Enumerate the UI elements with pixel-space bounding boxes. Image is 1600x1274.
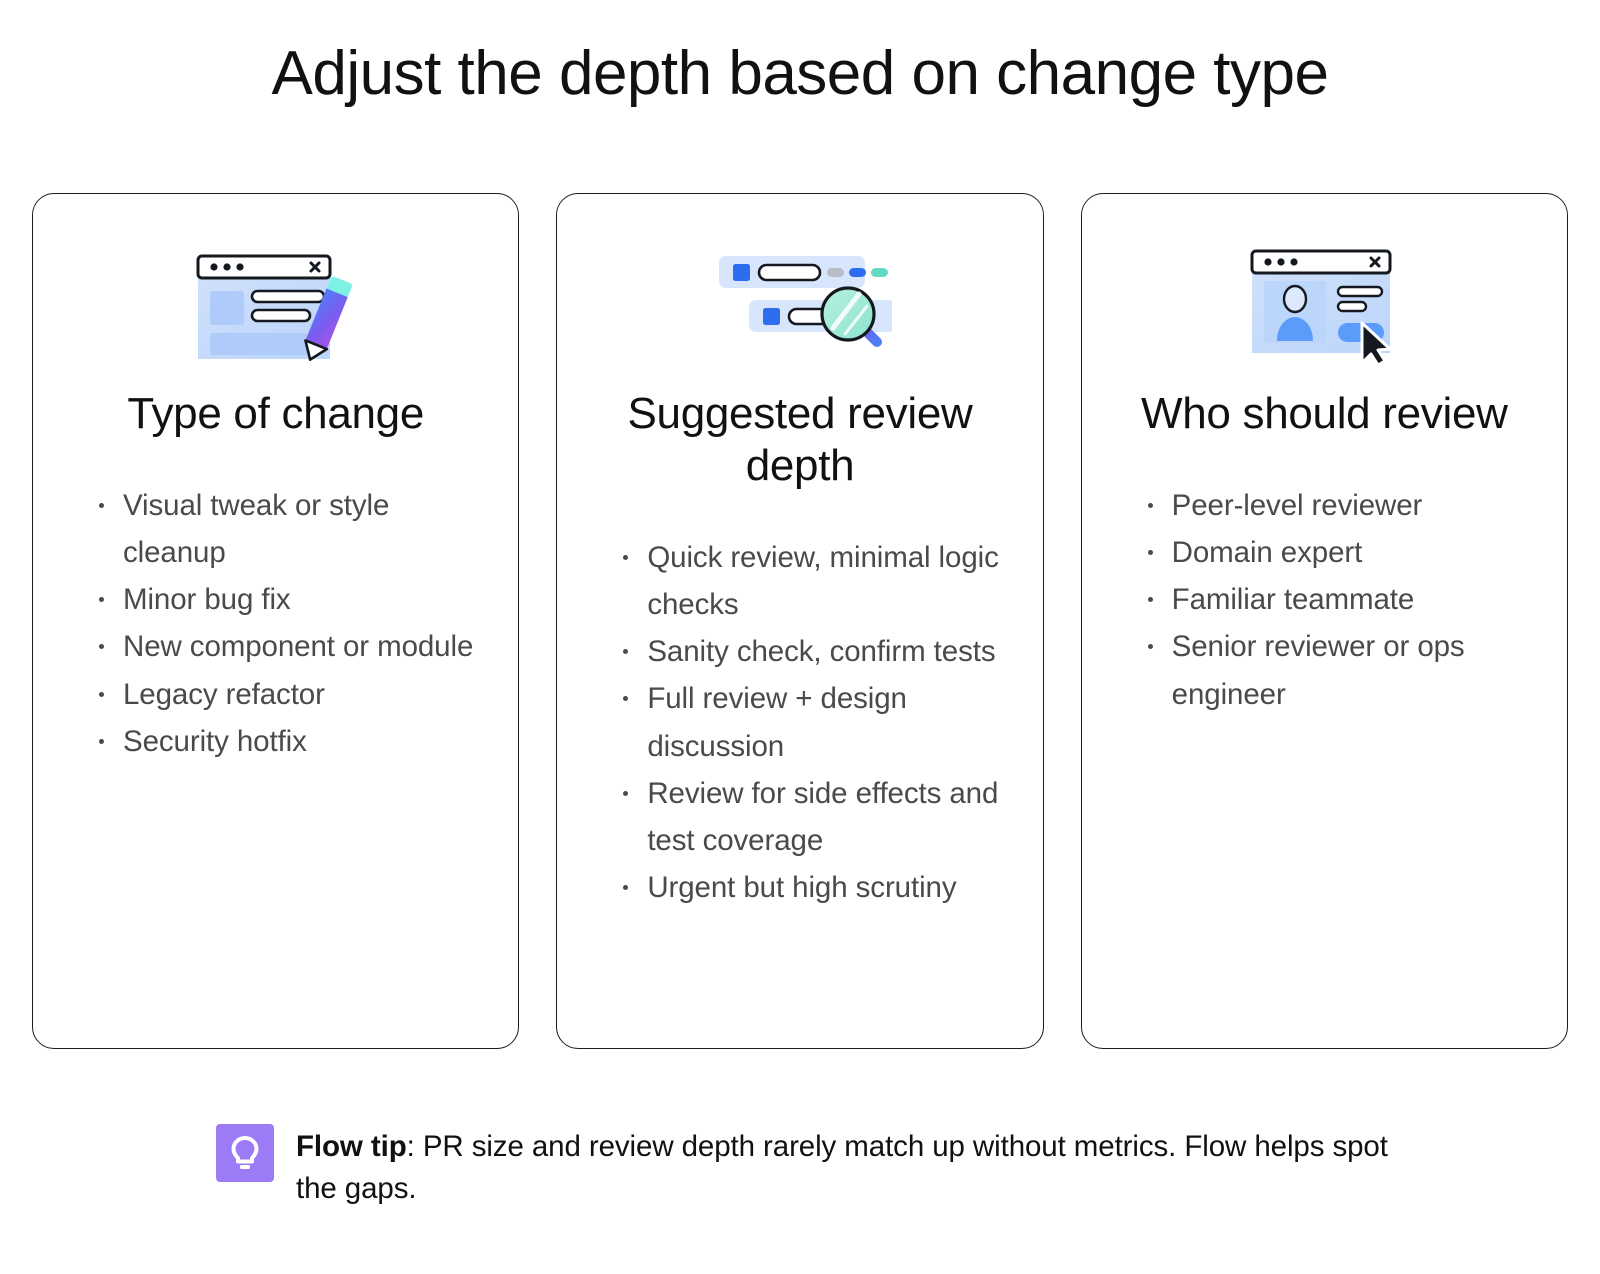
list-item: Senior reviewer or ops engineer bbox=[1142, 623, 1535, 717]
card-suggested-review-depth: Suggested review depth Quick review, min… bbox=[556, 193, 1044, 1049]
card-heading: Suggested review depth bbox=[627, 389, 973, 490]
list-item: Visual tweak or style cleanup bbox=[93, 482, 486, 576]
card-who-should-review: Who should review Peer-level reviewer Do… bbox=[1080, 193, 1568, 1049]
list-item: Security hotfix bbox=[93, 718, 486, 765]
list-item: New component or module bbox=[93, 623, 486, 670]
list-rows-magnifier-icon bbox=[583, 232, 1016, 370]
cards-row: Type of change Visual tweak or style cle… bbox=[32, 193, 1568, 1049]
card-type-of-change: Type of change Visual tweak or style cle… bbox=[32, 193, 520, 1049]
card-heading: Who should review bbox=[1141, 389, 1508, 438]
list-item: Quick review, minimal logic checks bbox=[617, 534, 1010, 628]
browser-window-profile-cursor-icon bbox=[1108, 232, 1541, 370]
browser-window-pencil-icon bbox=[59, 232, 492, 370]
flow-tip-label: Flow tip bbox=[296, 1130, 407, 1163]
list-item: Domain expert bbox=[1142, 529, 1535, 576]
bullet-list: Visual tweak or style cleanup Minor bug … bbox=[59, 482, 492, 765]
page-title: Adjust the depth based on change type bbox=[271, 39, 1330, 108]
list-item: Minor bug fix bbox=[93, 576, 486, 623]
list-item: Urgent but high scrutiny bbox=[617, 864, 1010, 911]
list-item: Familiar teammate bbox=[1142, 576, 1535, 623]
list-item: Peer-level reviewer bbox=[1142, 482, 1535, 529]
lightbulb-icon bbox=[216, 1124, 274, 1182]
flow-tip: Flow tip: PR size and review depth rarel… bbox=[216, 1124, 1396, 1210]
card-heading: Type of change bbox=[127, 389, 425, 438]
flow-tip-text: Flow tip: PR size and review depth rarel… bbox=[296, 1124, 1396, 1210]
list-item: Sanity check, confirm tests bbox=[617, 628, 1010, 675]
flow-tip-separator: : bbox=[406, 1130, 423, 1163]
bullet-list: Quick review, minimal logic checks Sanit… bbox=[583, 534, 1016, 912]
list-item: Review for side effects and test coverag… bbox=[617, 770, 1010, 864]
bullet-list: Peer-level reviewer Domain expert Famili… bbox=[1108, 482, 1541, 718]
list-item: Full review + design discussion bbox=[617, 675, 1010, 769]
list-item: Legacy refactor bbox=[93, 671, 486, 718]
flow-tip-body: PR size and review depth rarely match up… bbox=[296, 1130, 1388, 1205]
